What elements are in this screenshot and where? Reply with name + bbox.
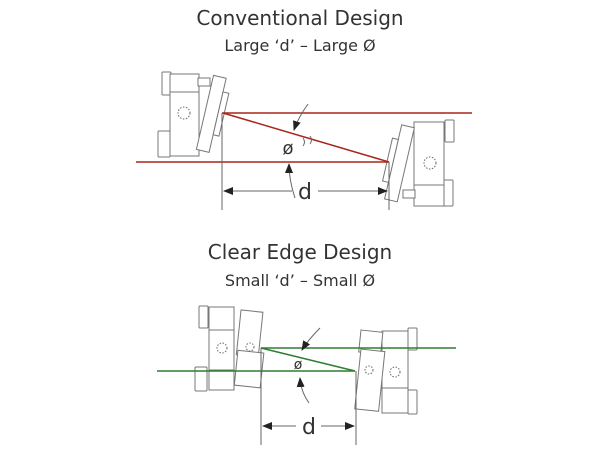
angle-label-bottom: ø xyxy=(294,357,303,373)
clear-edge-title: Clear Edge Design xyxy=(207,240,393,264)
beam-path-bottom xyxy=(157,347,456,372)
dimension-d-bottom: d xyxy=(260,348,357,445)
left-mirror-mount-bottom xyxy=(194,305,265,392)
right-mirror-mount-top xyxy=(381,119,455,207)
conventional-subtitle: Large ‘d’ – Large Ø xyxy=(224,36,376,55)
left-mirror-mount-top xyxy=(157,71,230,158)
distance-label-bottom: d xyxy=(302,415,316,440)
conventional-title: Conventional Design xyxy=(196,6,404,30)
dimension-d-top: d xyxy=(221,113,390,210)
angle-label-top: ø xyxy=(282,138,293,159)
angle-indicator-top: ø xyxy=(282,103,312,199)
angle-indicator-bottom: ø xyxy=(294,327,321,404)
beam-path-top xyxy=(136,112,472,163)
clear-edge-subtitle: Small ‘d’ – Small Ø xyxy=(224,271,376,290)
right-mirror-mount-bottom xyxy=(354,327,418,415)
distance-label-top: d xyxy=(298,180,312,205)
